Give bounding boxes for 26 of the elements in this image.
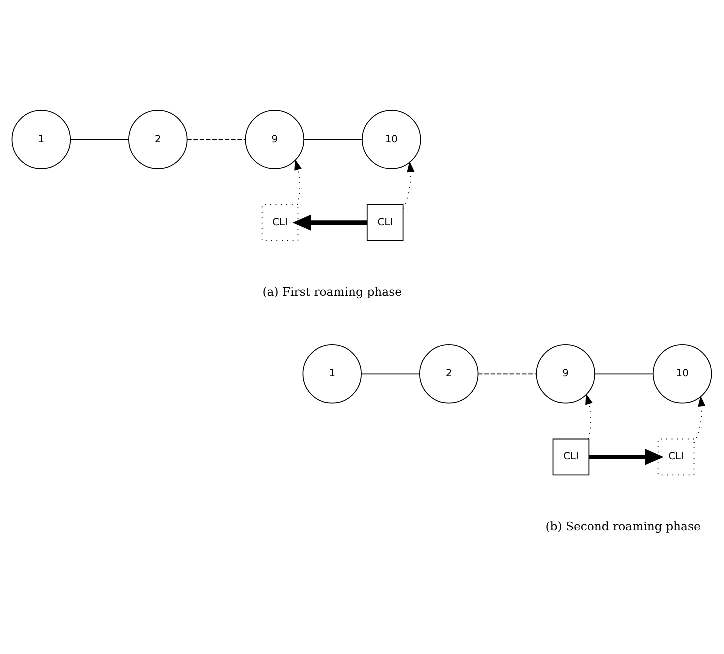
node-circle: 1 bbox=[12, 110, 72, 170]
arrow bbox=[402, 162, 415, 210]
node-circle: 10 bbox=[652, 344, 712, 404]
node-circle: 2 bbox=[128, 110, 188, 170]
node-box: CLI bbox=[366, 204, 404, 242]
connector bbox=[478, 374, 537, 375]
node-circle: 1 bbox=[302, 344, 362, 404]
node-circle: 9 bbox=[245, 110, 305, 170]
arrow bbox=[292, 214, 368, 231]
connector bbox=[361, 374, 420, 375]
connector bbox=[70, 139, 130, 140]
label: (a) First roaming phase bbox=[262, 284, 402, 299]
connector bbox=[304, 139, 363, 140]
node-circle: 9 bbox=[536, 344, 596, 404]
connector bbox=[186, 139, 246, 140]
node-box: CLI bbox=[552, 438, 590, 476]
arrow bbox=[589, 449, 664, 466]
node-box: CLI bbox=[658, 438, 695, 476]
node-circle: 10 bbox=[362, 110, 422, 170]
connector bbox=[594, 374, 654, 375]
arrow bbox=[586, 394, 593, 440]
arrow bbox=[694, 396, 706, 444]
arrow bbox=[294, 159, 302, 206]
node-box: CLI bbox=[262, 204, 299, 242]
node-circle: 2 bbox=[419, 344, 479, 404]
label: (b) Second roaming phase bbox=[546, 519, 701, 534]
